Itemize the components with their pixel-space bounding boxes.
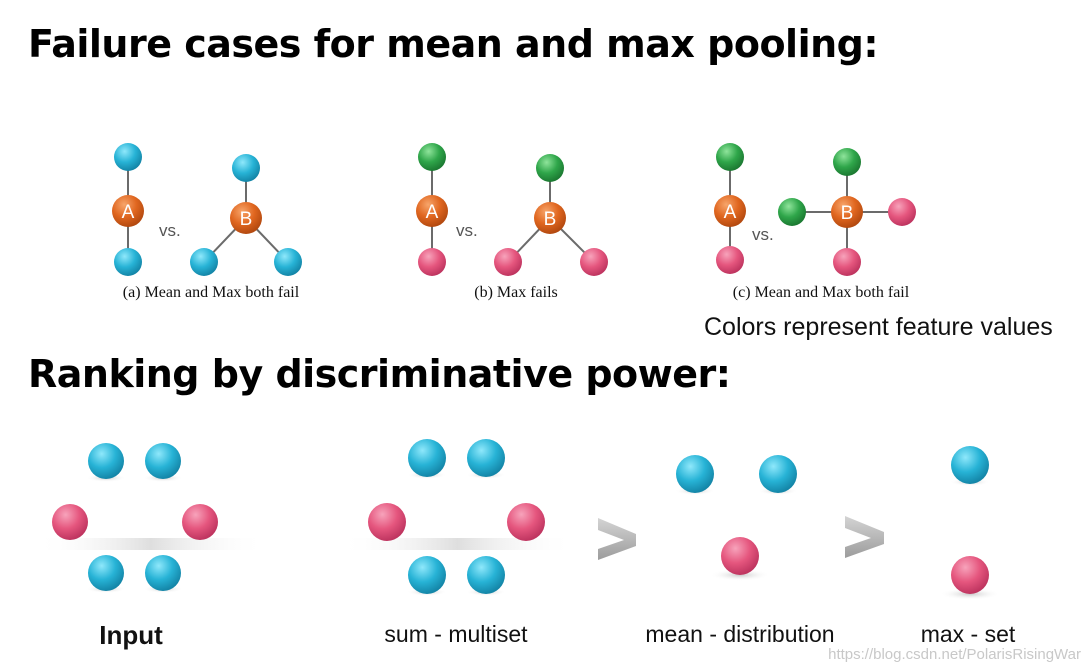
node-green [536, 154, 564, 182]
sphere-pink [507, 503, 545, 541]
node-a [112, 195, 144, 227]
caption-c: (c) Mean and Max both fail [732, 284, 910, 301]
sphere-pink [721, 537, 759, 575]
ranking-max-group [940, 446, 1000, 600]
floor-shadow [340, 538, 575, 550]
node-pink [494, 248, 522, 276]
label-input: Input [99, 620, 163, 650]
sphere-blue [145, 443, 181, 479]
node-pink [888, 198, 916, 226]
node-pink [580, 248, 608, 276]
failure-case-b: A vs. B [416, 143, 608, 276]
node-green [833, 148, 861, 176]
node-a-label: A [724, 202, 737, 223]
label-mean: mean - distribution [645, 621, 835, 647]
sphere-pink [368, 503, 406, 541]
sphere-pink [52, 504, 88, 540]
failure-case-a: A vs. B [112, 143, 302, 276]
node-green [778, 198, 806, 226]
vs-label: vs. [456, 221, 478, 240]
node-pink [716, 246, 744, 274]
caption-b: (b) Max fails [474, 284, 558, 301]
node-blue [114, 248, 142, 276]
floor-shadow [36, 538, 266, 550]
sphere-blue [408, 439, 446, 477]
node-a [714, 195, 746, 227]
sphere-blue [145, 555, 181, 591]
node-pink [833, 248, 861, 276]
sphere-blue [759, 455, 797, 493]
label-max: max - set [920, 621, 1016, 647]
node-a [416, 195, 448, 227]
sphere-blue [676, 455, 714, 493]
node-b-label: B [240, 209, 253, 230]
failure-case-c: A vs. B [714, 143, 916, 276]
sphere-blue [951, 446, 989, 484]
heading-ranking: Ranking by discriminative power: [28, 352, 731, 396]
node-green [418, 143, 446, 171]
sphere-blue [88, 555, 124, 591]
ranking-input-group [36, 443, 266, 593]
label-sum: sum - multiset [384, 621, 528, 647]
watermark: https://blog.csdn.net/PolarisRisingWar [828, 646, 1081, 663]
sphere-pink [182, 504, 218, 540]
node-b-label: B [841, 203, 854, 224]
caption-a: (a) Mean and Max both fail [122, 284, 300, 301]
legend-note: Colors represent feature values [704, 313, 1053, 341]
vs-label: vs. [159, 221, 181, 240]
node-pink [418, 248, 446, 276]
greater-than-arrow [845, 516, 884, 558]
node-a-label: A [122, 202, 135, 223]
sphere-blue [408, 556, 446, 594]
node-green [716, 143, 744, 171]
sphere-blue [467, 439, 505, 477]
node-b [230, 202, 262, 234]
greater-than-arrow [598, 518, 636, 560]
sphere-blue [88, 443, 124, 479]
heading-failure-cases: Failure cases for mean and max pooling: [28, 22, 879, 66]
vs-label: vs. [752, 225, 774, 244]
node-b [534, 202, 566, 234]
ranking-sum-group [340, 439, 575, 596]
node-b [831, 196, 863, 228]
node-b-label: B [544, 209, 557, 230]
node-blue [232, 154, 260, 182]
sphere-pink [951, 556, 989, 594]
node-blue [190, 248, 218, 276]
node-blue [274, 248, 302, 276]
node-a-label: A [426, 202, 439, 223]
ranking-mean-group [675, 455, 798, 581]
node-blue [114, 143, 142, 171]
sphere-blue [467, 556, 505, 594]
